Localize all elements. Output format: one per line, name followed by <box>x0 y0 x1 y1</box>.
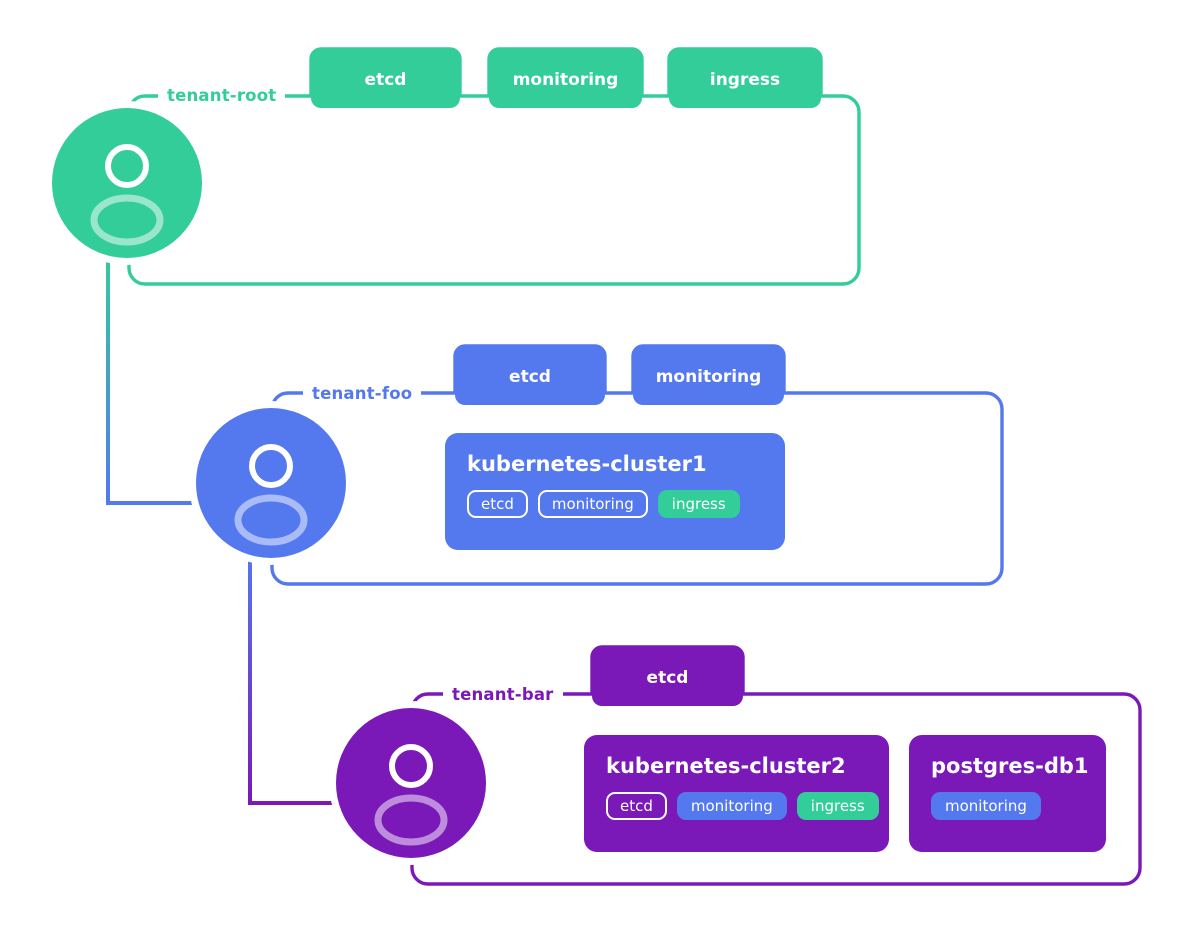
chip-etcd[interactable]: etcd <box>606 792 667 821</box>
user-avatar-icon <box>374 744 448 846</box>
tenant-foo-avatar[interactable] <box>196 408 346 558</box>
chip-monitoring[interactable]: monitoring <box>931 792 1041 821</box>
tenant-root-badge-1-shape[interactable] <box>489 49 642 108</box>
card-title: kubernetes-cluster2 <box>606 754 846 778</box>
chip-etcd[interactable]: etcd <box>467 490 528 519</box>
chip-row: etcd monitoring ingress <box>467 490 763 519</box>
card-title: postgres-db1 <box>931 754 1089 778</box>
tenant-bar-badge-etcd[interactable]: etcd <box>646 667 689 688</box>
resource-card-postgres-db1[interactable]: postgres-db1 monitoring <box>909 735 1106 852</box>
tenant-bar-badge-0-shape[interactable] <box>592 647 743 706</box>
chip-ingress[interactable]: ingress <box>657 490 740 519</box>
chip-ingress[interactable]: ingress <box>796 792 879 821</box>
tenant-root-badge-etcd[interactable]: etcd <box>364 69 407 90</box>
resource-card-kubernetes-cluster2[interactable]: kubernetes-cluster2 etcd monitoring ingr… <box>584 735 889 852</box>
chip-row: monitoring <box>931 792 1084 821</box>
tenant-root-badge-0-shape[interactable] <box>311 49 460 108</box>
user-avatar-icon <box>90 144 164 246</box>
tenant-root-badge-2-shape[interactable] <box>669 49 821 108</box>
tenant-root-avatar[interactable] <box>52 108 202 258</box>
tenant-foo-badge-0-shape[interactable] <box>455 346 605 405</box>
tenant-root-label: tenant-root <box>158 87 286 105</box>
chip-monitoring[interactable]: monitoring <box>676 792 787 821</box>
connector-root-to-foo <box>106 253 197 505</box>
chip-monitoring[interactable]: monitoring <box>537 490 648 519</box>
tenant-foo-badge-monitoring[interactable]: monitoring <box>655 366 762 387</box>
tenant-foo-label: tenant-foo <box>303 385 422 403</box>
tenant-foo-badge-1-shape[interactable] <box>633 346 784 405</box>
tenant-bar-avatar[interactable] <box>336 708 486 858</box>
user-avatar-icon <box>234 444 308 546</box>
tenant-root-badge-monitoring[interactable]: monitoring <box>512 69 619 90</box>
connector-foo-to-bar <box>248 553 337 805</box>
tenant-root-badge-ingress[interactable]: ingress <box>709 69 781 90</box>
tenant-bar-label: tenant-bar <box>443 686 563 704</box>
resource-card-kubernetes-cluster1[interactable]: kubernetes-cluster1 etcd monitoring ingr… <box>445 433 785 550</box>
tenant-foo-badge-etcd[interactable]: etcd <box>509 366 551 387</box>
chip-row: etcd monitoring ingress <box>606 792 879 821</box>
card-title: kubernetes-cluster1 <box>467 452 707 476</box>
